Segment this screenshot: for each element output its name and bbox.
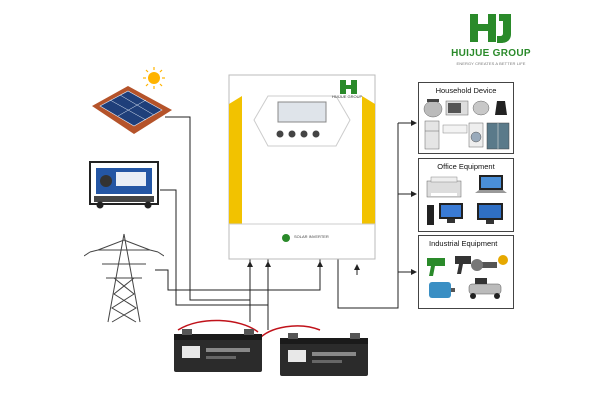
industrial-equipment-box: Industrial Equipment [418,235,514,309]
generator-source [86,158,162,210]
inverter-badge-icon [282,234,290,242]
grid-wire [155,258,321,291]
inverter-body [228,74,376,260]
battery-1 [172,326,264,374]
industrial-equipment-title: Industrial Equipment [429,239,498,248]
industrial-equipment-icon [427,255,508,299]
power-grid-tower-icon [83,233,165,323]
brand-name: HUIJUE GROUP [451,48,531,59]
inverter-display [277,101,327,123]
inverter-bottom-label: SOLAR INVERTER [294,234,329,239]
office-equipment-title: Office Equipment [437,162,495,171]
solar-inverter: HUIJUE GROUP SOLAR INVERTER [228,74,376,260]
generator-icon [89,161,159,209]
brand-mark-icon [466,12,514,44]
office-equipment-box: Office Equipment [418,158,514,232]
inverter-button-1 [276,130,284,138]
solar-source [88,66,178,136]
household-device-box: Household Device [418,82,514,154]
battery-2 [278,330,370,378]
brand-tagline: ENERGY CREATES A BETTER LIFE [456,61,526,66]
battery-icon [174,329,262,372]
inverter-button-2 [288,130,296,138]
sun-icon [148,72,160,84]
grid-source [83,232,165,324]
household-appliances-icon [423,99,510,150]
brand-logo: HUIJUE GROUP ENERGY CREATES A BETTER LIF… [436,8,546,70]
household-device-title: Household Device [435,86,497,95]
solar-panel-icon [92,67,172,134]
output-wire [337,123,399,309]
inverter-button-3 [300,130,308,138]
inverter-top-label: HUIJUE GROUP [332,94,363,99]
battery-red-cable [177,319,259,333]
battery-icon [280,333,368,376]
office-equipment-icon [426,175,507,225]
inverter-button-4 [312,130,320,138]
